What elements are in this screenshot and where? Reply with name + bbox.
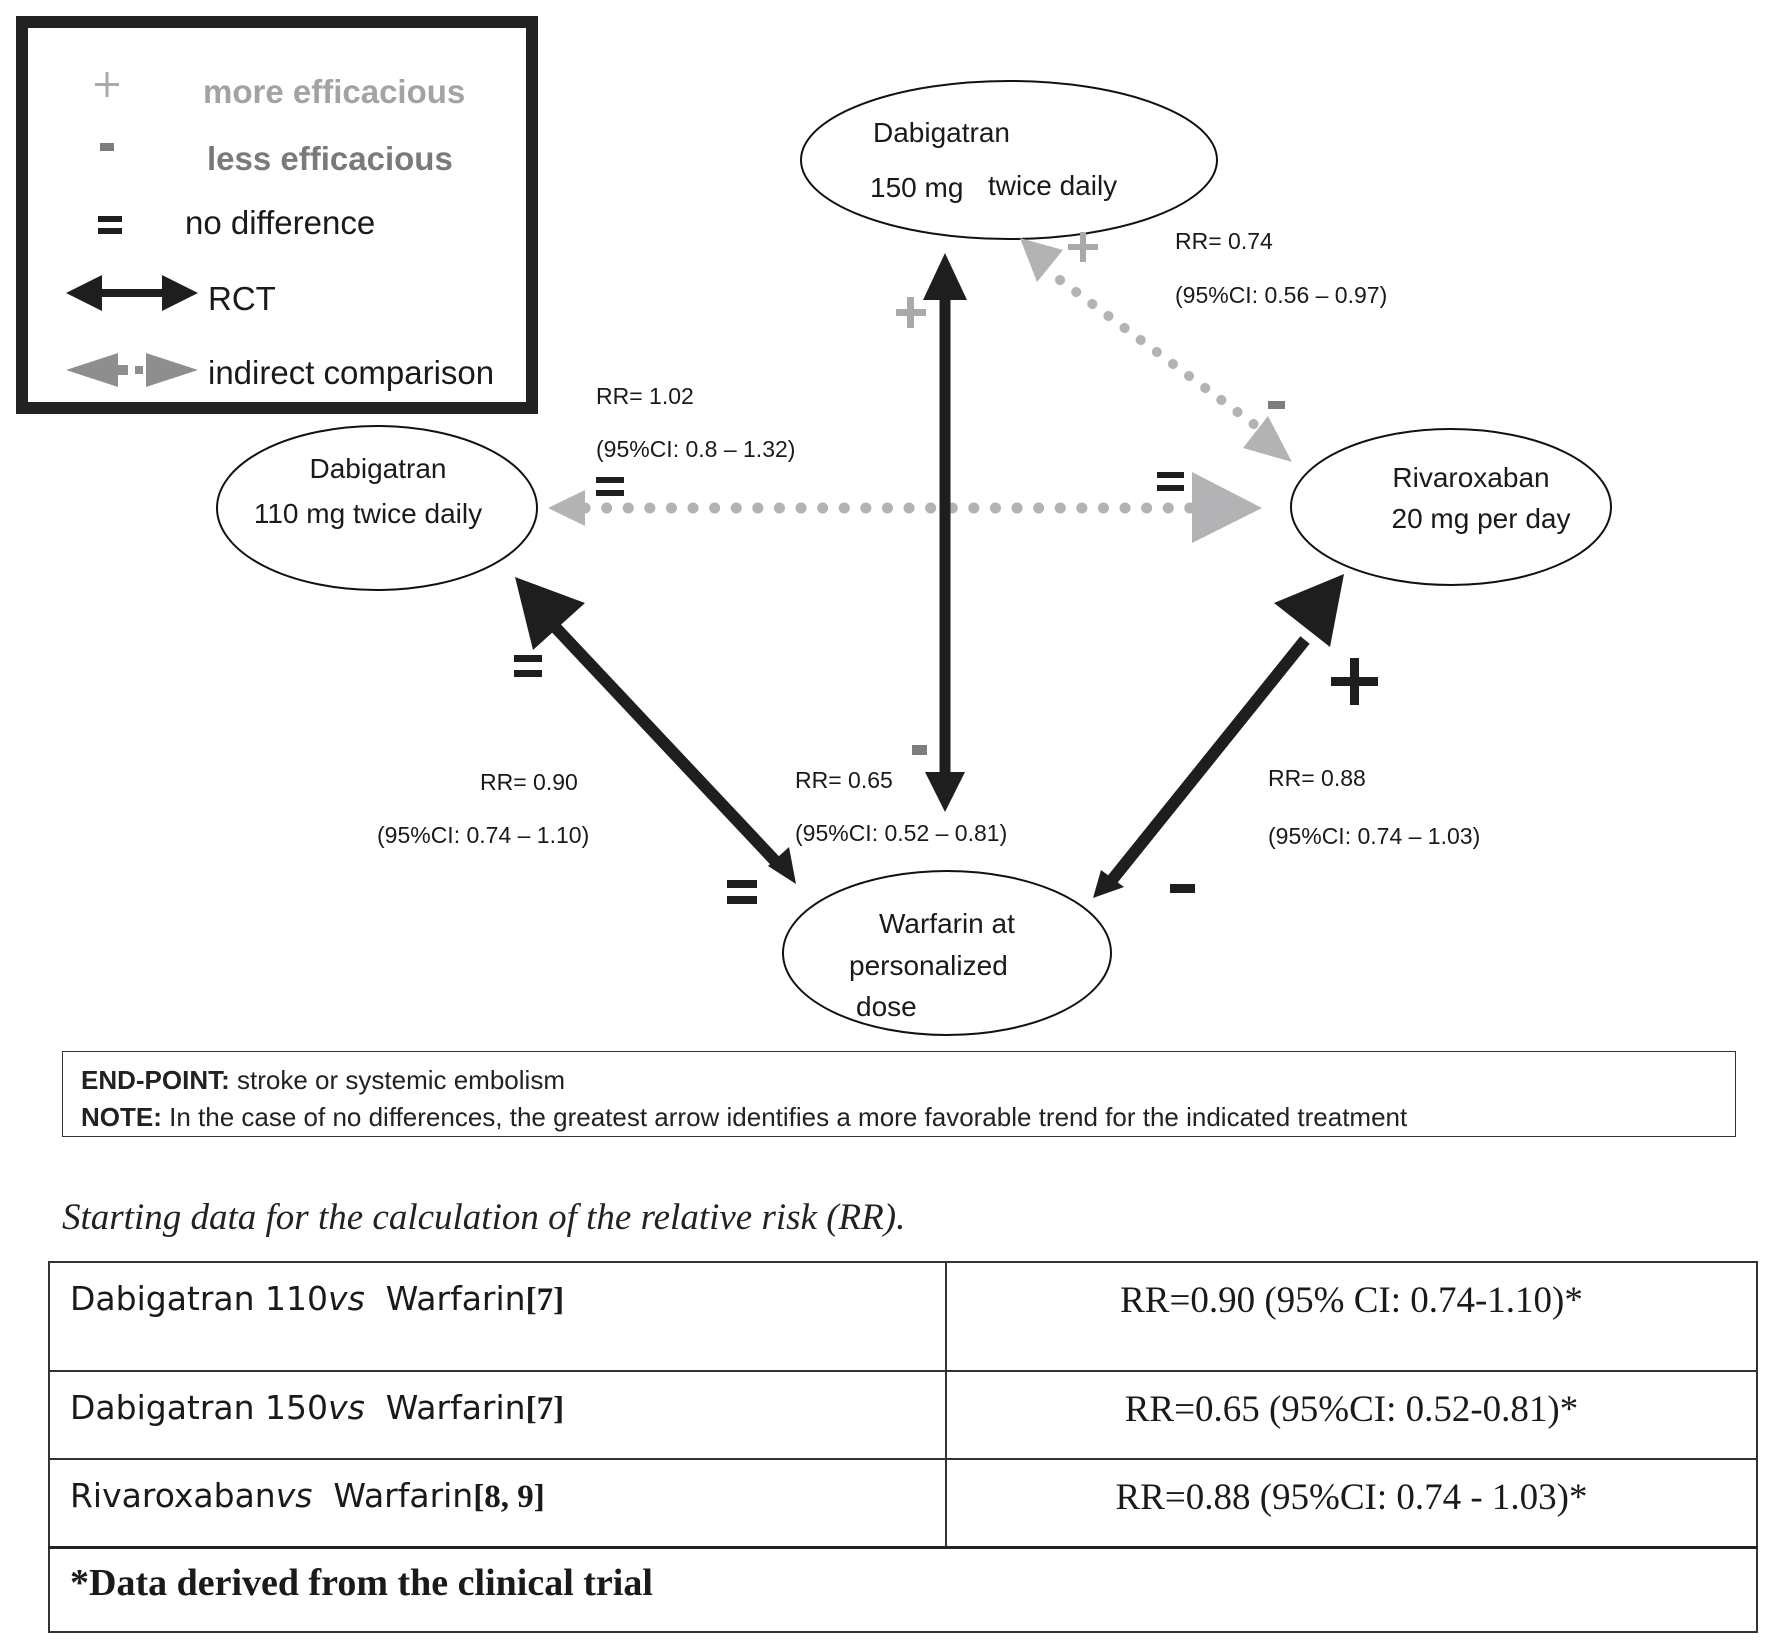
- rr-data-table: Dabigatran 110vs Warfarin[7] RR=0.90 (95…: [48, 1261, 1758, 1633]
- arrowhead-upper: [1274, 574, 1344, 647]
- node-rivaroxaban-ellipse: [1290, 428, 1612, 586]
- ci-dabi110-riva: (95%CI: 0.8 – 1.32): [596, 436, 795, 462]
- table-caption: Starting data for the calculation of the…: [62, 1197, 906, 1238]
- comparator-name: Warfarin: [385, 1279, 526, 1318]
- endpoint-label: END-POINT:: [81, 1065, 230, 1095]
- node-dabi150-line2b: twice daily: [988, 170, 1117, 201]
- rr-dabi110-riva: RR= 1.02: [596, 383, 694, 409]
- table-row: Dabigatran 110vs Warfarin[7] RR=0.90 (95…: [48, 1261, 1758, 1372]
- arrowhead-lower: [1243, 416, 1292, 462]
- reference: [8, 9]: [473, 1479, 545, 1515]
- minus-icon: [100, 143, 114, 151]
- table-row: Rivaroxabanvs Warfarin[8, 9] RR=0.88 (95…: [48, 1458, 1758, 1549]
- equals-icon: [1157, 472, 1184, 491]
- endpoint-line: END-POINT: stroke or systemic embolism: [81, 1062, 1717, 1099]
- vs-text: vs: [275, 1476, 313, 1515]
- legend-label-no-difference: no difference: [185, 204, 376, 241]
- indirect-arrow-dabi110-riva: [548, 472, 1262, 543]
- ci-riva-warfarin: (95%CI: 0.74 – 1.03): [1268, 823, 1480, 849]
- arrowhead-upper: [515, 577, 585, 650]
- rr-value-cell: RR=0.90 (95% CI: 0.74-1.10)*: [945, 1261, 1758, 1372]
- rr-dabi150-warfarin: RR= 0.65: [795, 767, 893, 793]
- ci-dabi150-riva: (95%CI: 0.56 – 0.97): [1175, 282, 1387, 308]
- drug-name: Dabigatran 150: [70, 1388, 329, 1427]
- node-warfarin-line3: dose: [856, 991, 917, 1022]
- arrowhead-right-large: [1192, 472, 1262, 543]
- node-riva-line2: 20 mg per day: [1392, 503, 1571, 534]
- comparator-name: Warfarin: [385, 1388, 526, 1427]
- node-warfarin-line2: personalized: [849, 950, 1008, 981]
- rr-dabi110-warfarin: RR= 0.90: [480, 769, 578, 795]
- vs-text: vs: [328, 1388, 365, 1427]
- node-warfarin-line1: Warfarin at: [879, 908, 1015, 939]
- note-line: NOTE: In the case of no differences, the…: [81, 1099, 1717, 1136]
- legend-label-less-efficacious: less efficacious: [207, 140, 453, 177]
- reference: [7]: [525, 1391, 565, 1427]
- rr-value-cell: RR=0.65 (95%CI: 0.52-0.81)*: [945, 1370, 1758, 1460]
- table-footnote-row: *Data derived from the clinical trial: [48, 1546, 1758, 1633]
- table-row: Dabigatran 150vs Warfarin[7] RR=0.65 (95…: [48, 1370, 1758, 1460]
- drug-name: Dabigatran 110: [70, 1279, 329, 1318]
- node-dabi150-line2a: 150 mg: [870, 172, 963, 203]
- endpoint-note-box: END-POINT: stroke or systemic embolism N…: [62, 1051, 1736, 1137]
- indirect-arrow-dabi150-riva: [1020, 238, 1292, 462]
- minus-icon: [1268, 401, 1285, 409]
- comparator-name: Warfarin: [333, 1476, 474, 1515]
- rr-value-cell: RR=0.88 (95%CI: 0.74 - 1.03)*: [945, 1458, 1758, 1549]
- legend-symbols: [66, 72, 198, 387]
- arrowhead-left-small: [548, 490, 585, 526]
- rct-arrow-dabi150-warfarin: [923, 253, 967, 812]
- equals-icon: [596, 477, 624, 496]
- legend-label-indirect-comparison: indirect comparison: [208, 354, 495, 391]
- ci-dabi150-warfarin: (95%CI: 0.52 – 0.81): [795, 820, 1007, 846]
- comparison-cell: Dabigatran 150vs Warfarin[7]: [48, 1370, 947, 1460]
- plus-icon: [1068, 232, 1098, 262]
- minus-icon: [1170, 884, 1195, 893]
- node-riva-line1: Rivaroxaban: [1392, 462, 1549, 493]
- rct-arrow-riva-warfarin: [1093, 574, 1344, 898]
- solid-double-arrow-icon: [66, 275, 198, 311]
- plus-icon: [896, 297, 926, 328]
- minus-icon: [912, 745, 927, 755]
- legend-label-rct: RCT: [208, 280, 276, 317]
- comparison-cell: Rivaroxabanvs Warfarin[8, 9]: [48, 1458, 947, 1549]
- legend: more efficacious less efficacious no dif…: [16, 16, 538, 414]
- endpoint-text: stroke or systemic embolism: [237, 1065, 565, 1095]
- equals-icon: [98, 216, 122, 234]
- node-dabi110-line1: Dabigatran: [310, 453, 447, 484]
- node-dabigatran-110-ellipse: [216, 425, 538, 591]
- node-warfarin-ellipse: [782, 870, 1112, 1036]
- node-dabi150-line1: Dabigatran: [873, 117, 1010, 148]
- plus-icon: [1331, 658, 1378, 705]
- rct-arrow-dabi110-warfarin: [515, 577, 796, 884]
- arrowhead-down: [925, 772, 965, 812]
- dotted-double-arrow-icon: [66, 353, 198, 387]
- plus-icon: [95, 72, 119, 97]
- rr-riva-warfarin: RR= 0.88: [1268, 765, 1366, 791]
- comparison-cell: Dabigatran 110vs Warfarin[7]: [48, 1261, 947, 1372]
- arrowhead-lower: [1093, 870, 1124, 898]
- reference: [7]: [525, 1282, 565, 1318]
- equals-icon: [727, 880, 757, 904]
- network-diagram: Dabigatran 150 mg twice daily Dabigatran…: [216, 80, 1612, 1036]
- arrowhead-up: [923, 253, 967, 300]
- drug-name: Rivaroxaban: [70, 1476, 276, 1515]
- note-label: NOTE:: [81, 1102, 162, 1132]
- arrowhead-lower: [768, 847, 796, 884]
- node-dabi110-line2: 110 mg twice daily: [254, 498, 482, 529]
- arrowhead-upper: [1020, 238, 1063, 282]
- note-text: In the case of no differences, the great…: [169, 1102, 1408, 1132]
- footnote: *Data derived from the clinical trial: [48, 1546, 1758, 1633]
- legend-label-more-efficacious: more efficacious: [203, 73, 466, 110]
- vs-text: vs: [328, 1279, 365, 1318]
- ci-dabi110-warfarin: (95%CI: 0.74 – 1.10): [377, 822, 589, 848]
- rr-dabi150-riva: RR= 0.74: [1175, 228, 1273, 254]
- equals-icon: [514, 655, 542, 677]
- node-dabigatran-150-ellipse: [800, 80, 1218, 240]
